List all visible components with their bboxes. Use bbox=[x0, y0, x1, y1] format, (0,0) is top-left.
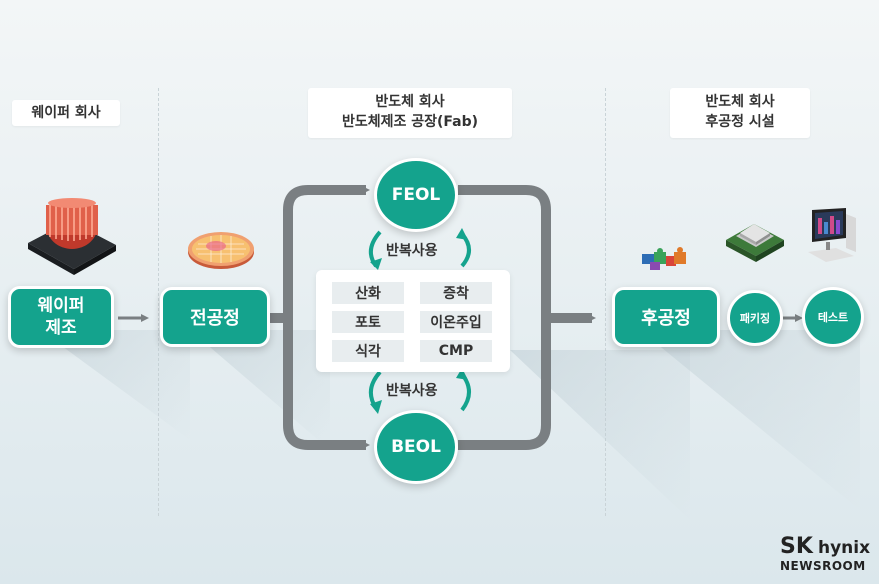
process-list-panel: 산화 증착 포토 이온주입 식각 CMP bbox=[316, 270, 510, 372]
feol-step: FEOL bbox=[374, 158, 458, 232]
process-cell: 포토 bbox=[332, 311, 404, 333]
feol-label: FEOL bbox=[391, 185, 441, 205]
wafer-ingot-icon bbox=[28, 198, 116, 275]
process-cell: 산화 bbox=[332, 282, 404, 304]
backend-label-line1: 반도체 회사 bbox=[705, 94, 775, 110]
arrow-to-feol bbox=[283, 185, 370, 318]
logo-brand: SK bbox=[780, 534, 813, 559]
process-cell: 식각 bbox=[332, 340, 404, 362]
chip-package-icon bbox=[726, 224, 784, 262]
front-end-step: 전공정 bbox=[160, 287, 270, 347]
test-step: 테스트 bbox=[802, 287, 864, 347]
process-cell: 증착 bbox=[420, 282, 492, 304]
wafer-company-text: 웨이퍼 회사 bbox=[31, 105, 101, 121]
column-divider-left bbox=[158, 88, 159, 516]
process-cell: 이온주입 bbox=[420, 311, 492, 333]
wafer-manufacturing-step: 웨이퍼 제조 bbox=[8, 286, 114, 348]
fab-label-line1: 반도체 회사 bbox=[375, 94, 445, 110]
repeat-label-top: 반복사용 bbox=[386, 243, 438, 259]
process-cell: CMP bbox=[420, 340, 492, 362]
back-end-step: 후공정 bbox=[612, 287, 720, 347]
arrow-from-beol bbox=[458, 318, 551, 450]
packaging-label: 패키징 bbox=[739, 312, 771, 325]
backend-label-line2: 후공정 시설 bbox=[705, 114, 775, 130]
backend-label: 반도체 회사 후공정 시설 bbox=[670, 88, 810, 138]
fab-label-line2: 반도체제조 공장(Fab) bbox=[341, 114, 479, 130]
front-end-label: 전공정 bbox=[190, 308, 240, 329]
beol-label: BEOL bbox=[391, 437, 441, 457]
wafer-step-line1: 웨이퍼 bbox=[37, 296, 85, 316]
packaging-step: 패키징 bbox=[727, 290, 783, 346]
fab-label: 반도체 회사 반도체제조 공장(Fab) bbox=[308, 88, 512, 138]
arrow-from-feol bbox=[458, 185, 551, 318]
puzzle-icon bbox=[642, 247, 686, 270]
test-label: 테스트 bbox=[817, 311, 849, 324]
logo-newsroom: NEWSROOM bbox=[780, 559, 866, 573]
arrow-to-beol bbox=[283, 318, 370, 450]
logo-sub: hynix bbox=[818, 538, 871, 558]
back-end-label: 후공정 bbox=[641, 308, 691, 329]
wafer-disc-icon bbox=[188, 232, 254, 269]
sk-hynix-logo: SK hynix NEWSROOM bbox=[780, 534, 876, 574]
beol-step: BEOL bbox=[374, 410, 458, 484]
wafer-step-line2: 제조 bbox=[45, 318, 77, 338]
wafer-company-label: 웨이퍼 회사 bbox=[12, 100, 120, 126]
computer-icon bbox=[808, 208, 856, 262]
column-divider-right bbox=[605, 88, 606, 516]
repeat-label-bottom: 반복사용 bbox=[386, 383, 438, 399]
